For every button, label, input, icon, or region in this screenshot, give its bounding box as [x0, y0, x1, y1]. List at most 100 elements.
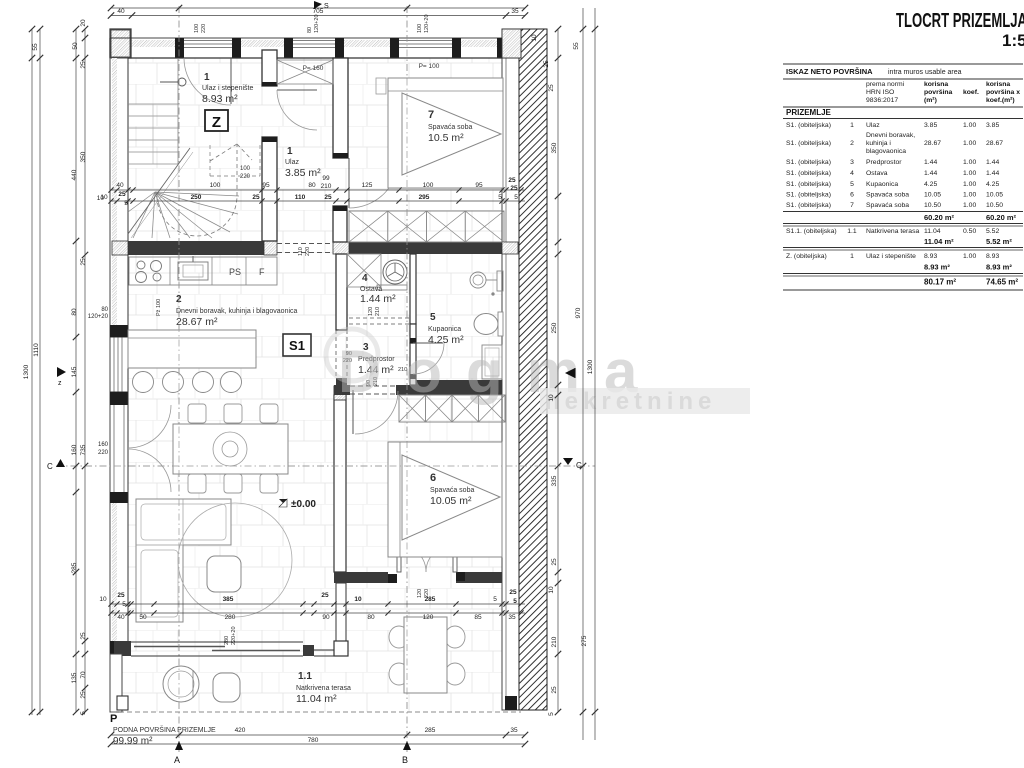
svg-text:S1. (obiteljska): S1. (obiteljska) — [786, 159, 831, 166]
svg-text:1.44: 1.44 — [924, 159, 937, 166]
svg-text:7: 7 — [428, 109, 434, 121]
svg-text:4.25: 4.25 — [986, 181, 999, 188]
svg-text:prema normi: prema normi — [866, 81, 905, 88]
svg-text:A: A — [174, 755, 180, 765]
svg-text:55: 55 — [32, 43, 39, 51]
svg-text:1.00: 1.00 — [963, 122, 976, 129]
svg-text:95: 95 — [262, 182, 270, 189]
svg-text:70: 70 — [80, 671, 87, 679]
svg-text:25: 25 — [321, 592, 329, 599]
svg-text:220: 220 — [343, 358, 352, 364]
svg-text:220+20: 220+20 — [231, 626, 237, 645]
svg-text:Ostava: Ostava — [866, 170, 888, 177]
svg-text:3.85 m²: 3.85 m² — [285, 167, 321, 179]
svg-text:površina: površina — [924, 89, 953, 96]
svg-text:S1: S1 — [289, 338, 305, 353]
svg-text:kuhinja i: kuhinja i — [866, 140, 891, 147]
svg-text:120: 120 — [368, 307, 374, 316]
svg-text:35: 35 — [511, 8, 519, 15]
svg-text:Pž 100: Pž 100 — [156, 299, 162, 316]
svg-text:8.93: 8.93 — [924, 253, 937, 260]
svg-text:5: 5 — [124, 200, 128, 207]
svg-text:35: 35 — [508, 614, 516, 621]
svg-text:1.00: 1.00 — [963, 170, 976, 177]
svg-text:9836:2017: 9836:2017 — [866, 97, 898, 104]
svg-text:7: 7 — [850, 202, 854, 209]
svg-text:5: 5 — [548, 712, 555, 716]
svg-text:80: 80 — [308, 182, 316, 189]
svg-text:Predprostor: Predprostor — [866, 159, 902, 166]
svg-text:350: 350 — [551, 142, 558, 153]
svg-text:80: 80 — [101, 307, 108, 313]
svg-text:90: 90 — [366, 380, 372, 386]
svg-text:25: 25 — [80, 61, 87, 69]
svg-text:220: 220 — [240, 174, 251, 180]
svg-text:220: 220 — [201, 24, 207, 33]
svg-text:S1. (obiteljska): S1. (obiteljska) — [786, 202, 831, 209]
svg-text:nekretnine: nekretnine — [545, 388, 716, 415]
svg-text:295: 295 — [419, 194, 430, 201]
svg-text:80: 80 — [367, 614, 375, 621]
svg-text:735: 735 — [80, 444, 87, 455]
svg-text:160: 160 — [71, 444, 78, 455]
svg-text:99.99 m²: 99.99 m² — [113, 736, 153, 747]
svg-text:1: 1 — [287, 146, 293, 157]
svg-text:1.1: 1.1 — [298, 671, 312, 682]
svg-text:95: 95 — [475, 182, 483, 189]
svg-text:8.93: 8.93 — [986, 253, 999, 260]
svg-text:Dnevni boravak,: Dnevni boravak, — [866, 132, 915, 139]
svg-text:220: 220 — [98, 450, 109, 456]
svg-text:P: P — [110, 713, 117, 725]
svg-text:80.17 m²: 80.17 m² — [924, 278, 956, 287]
svg-text:4: 4 — [850, 170, 854, 177]
svg-text:blagovaonica: blagovaonica — [866, 148, 906, 155]
svg-text:5: 5 — [493, 596, 497, 603]
svg-text:25: 25 — [80, 632, 87, 640]
svg-text:125: 125 — [362, 182, 373, 189]
svg-text:Spavaća soba: Spavaća soba — [866, 192, 909, 199]
svg-text:Spavaća soba: Spavaća soba — [866, 202, 909, 209]
svg-text:Ulaz i stepenište: Ulaz i stepenište — [202, 85, 253, 92]
svg-text:220: 220 — [305, 247, 311, 256]
svg-text:160: 160 — [98, 442, 109, 448]
svg-text:120+20: 120+20 — [88, 314, 109, 320]
svg-text:10.50: 10.50 — [924, 202, 941, 209]
svg-text:25: 25 — [551, 686, 558, 694]
svg-text:110: 110 — [295, 194, 306, 201]
svg-text:8.93 m²: 8.93 m² — [924, 263, 950, 272]
svg-text:40: 40 — [117, 614, 125, 621]
svg-text:285: 285 — [71, 562, 78, 573]
svg-text:90: 90 — [322, 614, 330, 621]
svg-text:100: 100 — [417, 24, 423, 33]
svg-text:100: 100 — [240, 166, 251, 172]
svg-text:120+20: 120+20 — [424, 14, 430, 33]
svg-text:285: 285 — [425, 727, 436, 734]
svg-text:25: 25 — [117, 592, 125, 599]
svg-text:P= 160: P= 160 — [303, 65, 324, 72]
svg-text:Ulaz: Ulaz — [285, 159, 300, 166]
svg-text:4: 4 — [362, 273, 368, 284]
svg-text:970: 970 — [575, 307, 582, 318]
svg-text:PS: PS — [229, 267, 241, 277]
svg-text:120+20: 120+20 — [314, 14, 320, 33]
svg-text:285: 285 — [425, 596, 436, 603]
svg-text:28.67: 28.67 — [986, 140, 1003, 147]
svg-text:705: 705 — [313, 8, 324, 15]
svg-text:F: F — [259, 267, 265, 277]
svg-text:C: C — [576, 461, 582, 470]
svg-text:25: 25 — [80, 691, 87, 699]
svg-text:210: 210 — [398, 367, 407, 373]
svg-text:8.93 m²: 8.93 m² — [986, 263, 1012, 272]
svg-text:1: 1 — [850, 253, 854, 260]
svg-text:1.00: 1.00 — [963, 202, 976, 209]
svg-text:4.25: 4.25 — [924, 181, 937, 188]
svg-text:3.85: 3.85 — [924, 122, 937, 129]
svg-text:2: 2 — [850, 140, 854, 147]
svg-text:11.04 m²: 11.04 m² — [924, 237, 954, 246]
svg-text:S1. (obiteljska): S1. (obiteljska) — [786, 140, 831, 147]
svg-text:220: 220 — [424, 589, 430, 598]
svg-text:25: 25 — [510, 185, 518, 192]
svg-text:10.05: 10.05 — [924, 192, 941, 199]
svg-text:Natkrivena terasa: Natkrivena terasa — [866, 228, 919, 235]
svg-text:5: 5 — [122, 601, 126, 608]
